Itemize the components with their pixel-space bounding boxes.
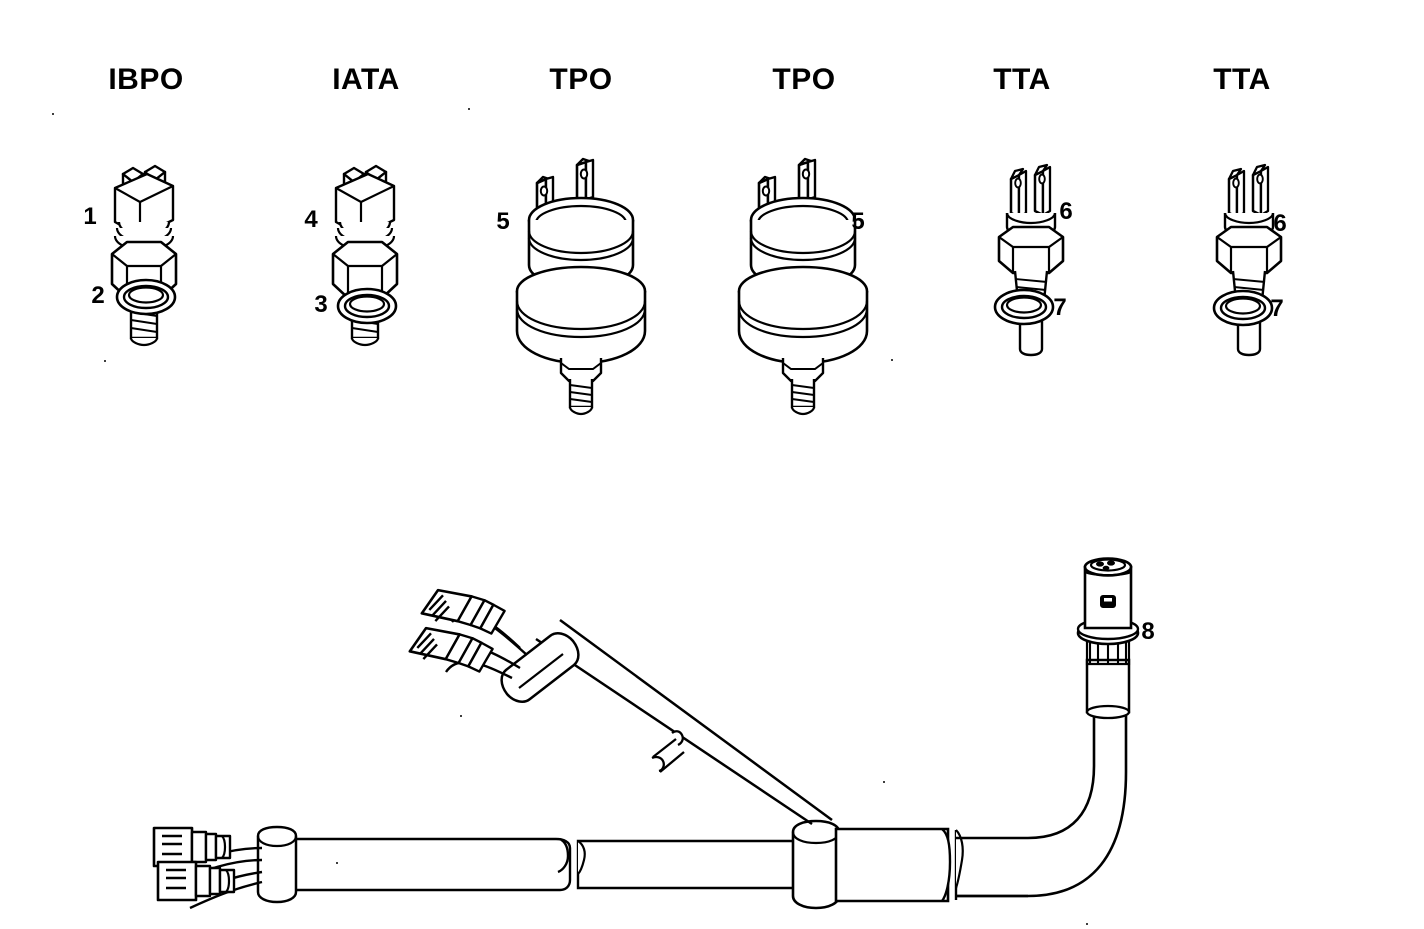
callout-6-left: 6 (1059, 198, 1073, 225)
speck (336, 862, 338, 864)
sender-tta-right-art (1215, 163, 1283, 357)
speck (104, 360, 106, 362)
callout-2: 2 (91, 282, 105, 309)
callout-6-right: 6 (1273, 210, 1287, 237)
speck (1086, 923, 1088, 925)
group-header-tpo-1: TPO (549, 63, 613, 96)
speck (468, 108, 470, 110)
speck (460, 715, 462, 717)
washer-7-right-art (1212, 289, 1274, 327)
sender-tta-left-art (997, 163, 1065, 357)
callout-3: 3 (314, 291, 328, 318)
speck (891, 359, 893, 361)
washer-2-art (115, 278, 177, 316)
group-header-tta-1: TTA (993, 63, 1051, 96)
callout-5-right: 5 (851, 208, 865, 235)
group-header-tpo-2: TPO (772, 63, 836, 96)
callout-7-right: 7 (1270, 295, 1284, 322)
sender-ibpo-art (110, 164, 178, 347)
callout-1: 1 (83, 203, 97, 230)
callout-4: 4 (304, 206, 318, 233)
sender-iata-art (331, 164, 399, 347)
group-header-tta-2: TTA (1213, 63, 1271, 96)
speck (883, 781, 885, 783)
callout-8: 8 (1141, 618, 1155, 645)
washer-3-art (336, 287, 398, 325)
sender-tpo-right-art (737, 157, 869, 416)
group-header-ibpo: IBPO (108, 63, 184, 96)
group-header-iata: IATA (332, 63, 400, 96)
wiring-harness-art (152, 557, 1140, 910)
washer-7-left-art (993, 288, 1055, 326)
speck (52, 113, 54, 115)
callout-7-left: 7 (1053, 294, 1067, 321)
callout-5-left: 5 (496, 208, 510, 235)
sender-tpo-left-art (515, 157, 647, 416)
